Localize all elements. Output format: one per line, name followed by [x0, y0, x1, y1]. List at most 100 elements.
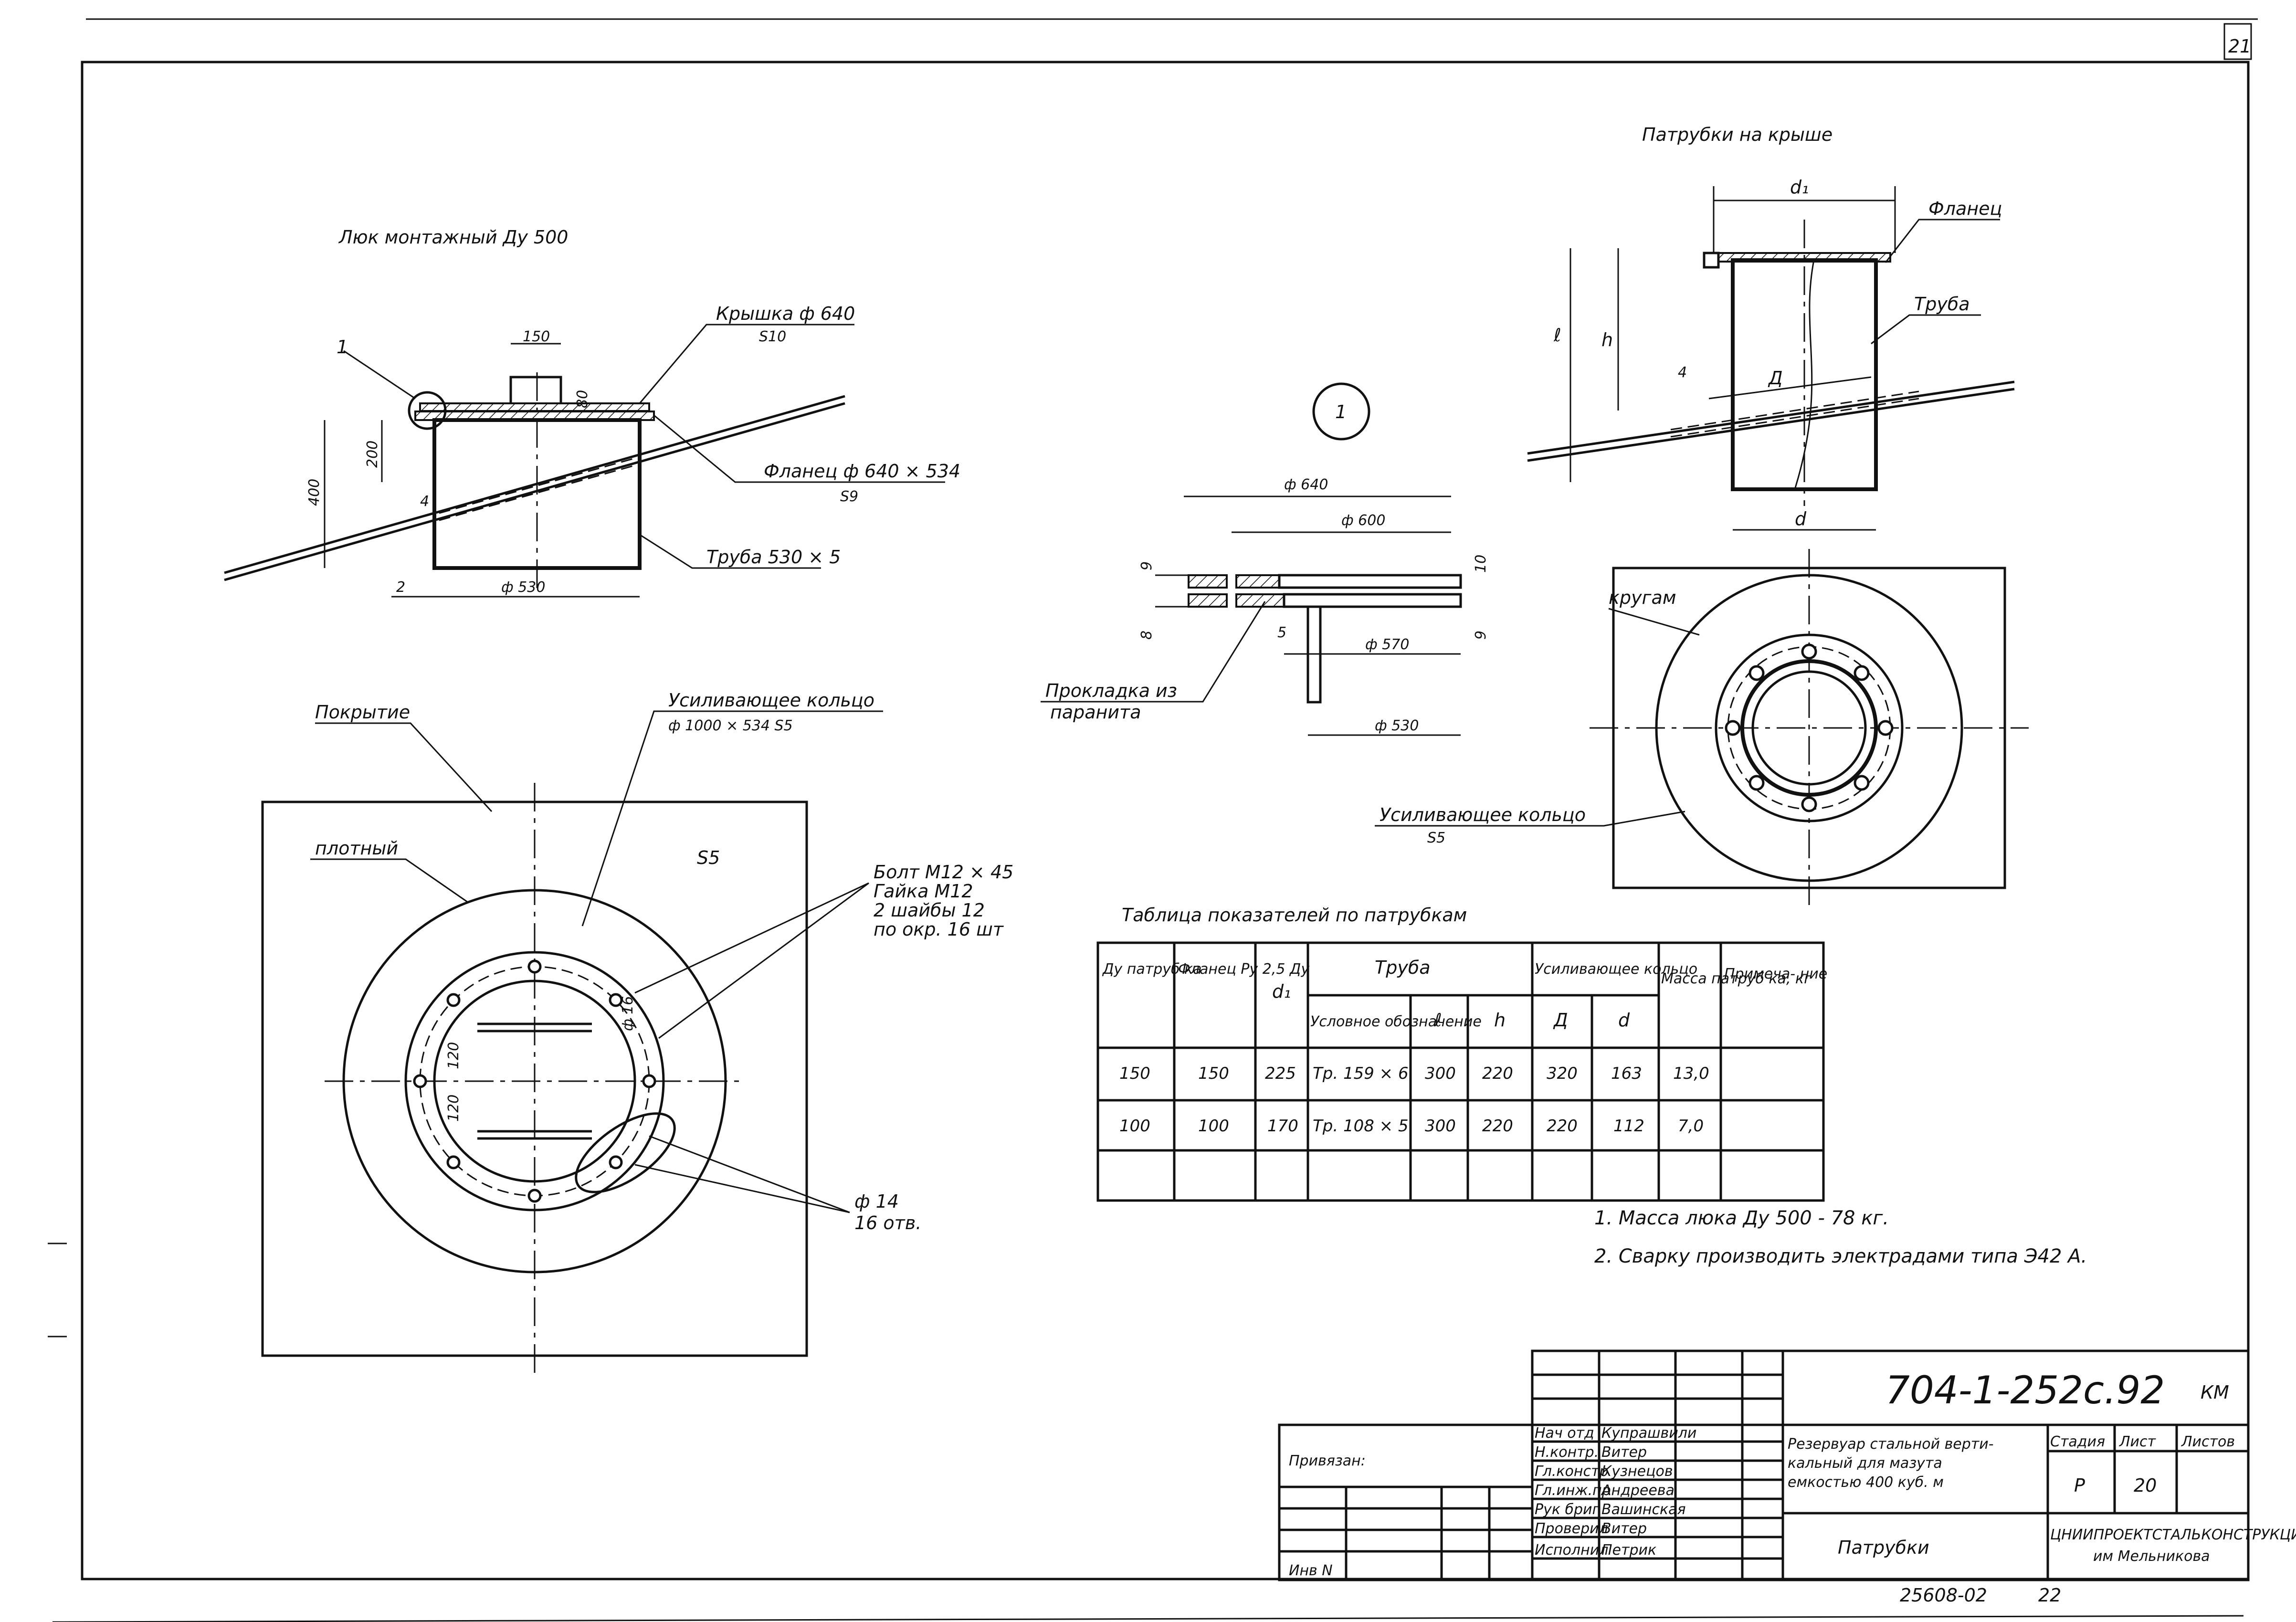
hatch-section-view: Люк монтажный Ду 500 1 150 80 200 400 ф …: [224, 227, 960, 598]
org-line-1: ЦНИИПРОЕКТСТАЛЬКОНСТРУКЦИЯ: [2050, 1527, 2296, 1543]
nozzle-section-view: Патрубки на крыше d₁ d ℓ h Д 4 Фланец Тр…: [1527, 124, 2015, 531]
label-inv: Инв N: [1289, 1562, 1333, 1579]
role-4: Гл.инж.пр: [1535, 1482, 1611, 1499]
hatch-plan-view: 120 120 ф 16 Покрытие Усиливающее кольцо…: [261, 690, 1013, 1375]
detail-callout: 1: [1335, 401, 1347, 422]
dim-200: 200: [364, 441, 381, 468]
td-r2-c4: Тр. 108 × 5: [1313, 1116, 1409, 1136]
stage-value: Р: [2074, 1475, 2085, 1496]
name-6: Витер: [1601, 1520, 1647, 1537]
th-ring-D: Д: [1553, 1010, 1568, 1031]
td-r2-c1: 100: [1119, 1116, 1150, 1136]
label-pokrytie: Покрытие: [315, 702, 410, 723]
td-r1-c9: 13,0: [1673, 1064, 1709, 1083]
sheet-value: 20: [2134, 1475, 2157, 1496]
td-r2-c7: 220: [1547, 1116, 1578, 1136]
object-line-2: кальный для мазута: [1788, 1455, 1942, 1472]
note-1: 1. Масса люка Ду 500 - 78 кг.: [1594, 1207, 1889, 1229]
td-r1-c2: 150: [1198, 1064, 1229, 1083]
title-block: 704-1-252с.92 КМ Привязан: Инв N Нач отд…: [1278, 1349, 2296, 1606]
dim-150: 150: [523, 328, 550, 345]
name-3: Кузнецов: [1601, 1463, 1673, 1480]
label-gasket-2: паранита: [1050, 702, 1141, 723]
label-nozzle-truba: Труба: [1914, 294, 1970, 315]
label-kryshka-s: S10: [759, 328, 786, 345]
label-truba: Труба 530 × 5: [706, 547, 841, 568]
th-flange: Фланец Ру 2,5 Ду: [1178, 961, 1310, 978]
detail-1-view: 1 ф 640 ф 600 ф 570 ф 530 9 8 10 9 5 Про…: [1041, 382, 1489, 736]
name-7: Петрик: [1601, 1542, 1656, 1559]
nozzle-title: Патрубки на крыше: [1642, 124, 1833, 145]
label-l: ℓ: [1553, 325, 1561, 346]
role-7: Исполнил: [1535, 1542, 1608, 1559]
page-number: 21: [2228, 36, 2251, 57]
dim-t8: 8: [1138, 631, 1155, 640]
slope-4: 4: [420, 493, 429, 510]
th-pipe-h: h: [1494, 1010, 1506, 1031]
org-line-2: им Мельникова: [2093, 1548, 2210, 1565]
sheets-label: Листов: [2181, 1433, 2235, 1450]
dim-d600: ф 600: [1341, 512, 1385, 529]
bottom-page: 22: [2038, 1585, 2061, 1606]
label-gasket-1: Прокладка из: [1045, 680, 1177, 701]
table-title: Таблица показателей по патрубкам: [1122, 905, 1467, 926]
td-r1-c5: 300: [1425, 1064, 1456, 1083]
object-line-1: Резервуар стальной верти-: [1788, 1436, 1994, 1453]
hatch-title: Люк монтажный Ду 500: [338, 227, 568, 248]
dim-2: 2: [396, 579, 405, 596]
bottom-number: 25608-02: [1900, 1585, 1987, 1606]
label-bolt-3: 2 шайбы 12: [874, 900, 985, 921]
name-4: Андреева: [1601, 1482, 1675, 1499]
label-plotny: плотный: [315, 838, 398, 859]
dim-t9b: 9: [1473, 631, 1489, 640]
label-s5: S5: [697, 847, 720, 868]
label-nozzle-ring-1: Усиливающее кольцо: [1380, 804, 1586, 825]
label-slope: 4: [1678, 364, 1687, 381]
role-5: Рук бриг: [1535, 1501, 1600, 1518]
dim-120a: 120: [445, 1042, 462, 1069]
td-r1-c6: 220: [1482, 1064, 1513, 1083]
dim-120b: 120: [445, 1095, 462, 1122]
th-ring-d: d: [1618, 1010, 1630, 1031]
th-mass: Масса патруб ка, кг: [1661, 970, 1812, 987]
object-line-3: емкостью 400 куб. м: [1788, 1474, 1944, 1491]
label-kryshka: Крышка ф 640: [716, 303, 855, 324]
note-2: 2. Сварку производить электрадами типа Э…: [1594, 1245, 2087, 1267]
td-r2-c9: 7,0: [1678, 1116, 1704, 1136]
td-r1-c8: 163: [1611, 1064, 1642, 1083]
label-hole-1: ф 14: [854, 1191, 899, 1212]
dim-t10: 10: [1473, 555, 1489, 573]
label-hole-2: 16 отв.: [854, 1212, 921, 1233]
th-ring: Усиливающее кольцо: [1535, 961, 1697, 978]
td-r2-c5: 300: [1425, 1116, 1456, 1136]
label-flanets: Фланец ф 640 × 534: [764, 461, 960, 482]
td-r2-c2: 100: [1198, 1116, 1229, 1136]
td-r2-c3: 170: [1267, 1116, 1298, 1136]
sheet-label: Лист: [2119, 1433, 2157, 1450]
label-privyazan: Привязан:: [1289, 1453, 1366, 1469]
td-r1-c4: Тр. 159 × 6: [1313, 1064, 1409, 1083]
label-bolt-1: Болт М12 × 45: [874, 862, 1013, 883]
name-2: Витер: [1601, 1444, 1647, 1461]
label-bolt-2: Гайка М12: [874, 881, 973, 902]
dim-80: 80: [574, 390, 591, 408]
dim-d570: ф 570: [1365, 636, 1409, 653]
td-r1-c1: 150: [1119, 1064, 1150, 1083]
role-1: Нач отд: [1535, 1425, 1594, 1442]
label-h: h: [1601, 329, 1613, 350]
label-krugam: кругам: [1609, 587, 1676, 608]
nozzle-table: Таблица показателей по патрубкам Ду патр…: [1096, 905, 1827, 1202]
th-pipe: Труба: [1375, 957, 1431, 978]
dim-t9a: 9: [1138, 561, 1155, 570]
label-nozzle-ring-2: S5: [1427, 830, 1445, 846]
role-3: Гл.констр: [1535, 1463, 1609, 1480]
dim-400: 400: [306, 479, 323, 506]
td-r2-c6: 220: [1482, 1116, 1513, 1136]
label-d: d: [1795, 508, 1807, 529]
dim-f16: ф 16: [620, 996, 636, 1031]
role-2: Н.контр.: [1535, 1444, 1599, 1461]
nozzle-plan-view: кругам Усиливающее кольцо S5: [1375, 549, 2029, 907]
th-pipe-cond: Условное обозначение: [1310, 1013, 1482, 1030]
label-ring-dim: ф 1000 × 534 S5: [668, 717, 793, 734]
